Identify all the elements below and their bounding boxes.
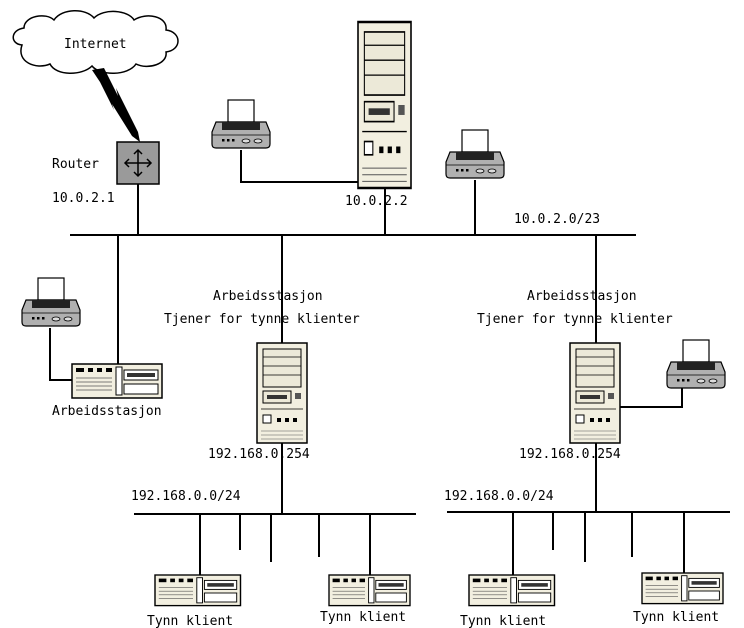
- desktop-computer-icon: [154, 574, 242, 607]
- thin-client-right-2: Tynn klient: [633, 610, 719, 625]
- subnet-left-label: 192.168.0.0/24: [131, 489, 241, 504]
- ltsp-right-title-1: Arbeidsstasjon: [527, 289, 637, 304]
- router-icon: [116, 141, 160, 185]
- printer-icon: [21, 277, 81, 327]
- internet-label: Internet: [64, 37, 127, 52]
- ltsp-right-ip: 192.168.0.254: [519, 447, 621, 462]
- ltsp-right-title-2: Tjener for tynne klienter: [477, 312, 673, 327]
- main-server-ip: 10.0.2.2: [345, 194, 408, 209]
- printer-icon: [445, 129, 505, 179]
- main-network-label: 10.0.2.0/23: [514, 212, 600, 227]
- thin-client-right-1: Tynn klient: [460, 614, 546, 628]
- desktop-computer-icon: [71, 363, 163, 399]
- ltsp-left-title-1: Arbeidsstasjon: [213, 289, 323, 304]
- desktop-computer-icon: [468, 574, 556, 607]
- printer-icon: [666, 339, 726, 389]
- workstation-printer-link: [49, 328, 72, 381]
- subnet-right-label: 192.168.0.0/24: [444, 489, 554, 504]
- desktop-computer-icon: [328, 574, 411, 607]
- thin-client-left-2: Tynn klient: [320, 610, 406, 625]
- tower-computer-icon: [569, 342, 621, 444]
- tower-computer-icon: [356, 20, 413, 190]
- cloud-icon: [12, 10, 179, 74]
- router-label: Router: [52, 157, 99, 172]
- server-printer-link: [240, 150, 358, 183]
- printer-icon: [211, 99, 271, 149]
- ltsp-left-ip: 192.168.0.254: [208, 447, 310, 462]
- lightning-bolt-icon: [92, 68, 140, 142]
- tower-computer-icon: [256, 342, 308, 444]
- thin-client-left-1: Tynn klient: [147, 614, 233, 628]
- desktop-computer-icon: [641, 572, 724, 605]
- connection-lines: [49, 150, 730, 577]
- workstation-left-label: Arbeidsstasjon: [52, 404, 162, 419]
- ltsp-left-title-2: Tjener for tynne klienter: [164, 312, 360, 327]
- ltsp-right-printer-link: [620, 388, 683, 408]
- router-ip: 10.0.2.1: [52, 191, 115, 206]
